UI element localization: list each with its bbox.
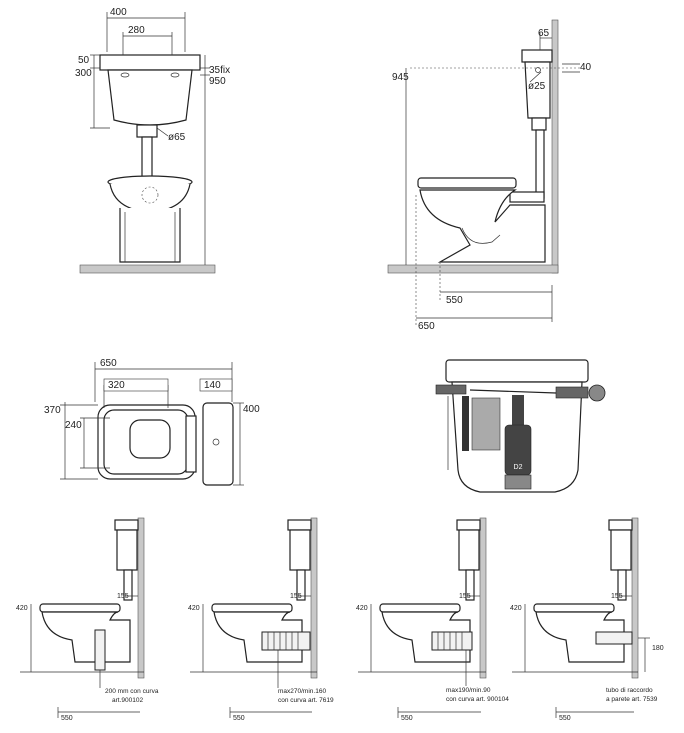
dim-install-2-depth: 550 <box>233 715 245 722</box>
install-3-caption-line1: max190/min.90 <box>446 687 491 694</box>
dim-install-2-outlet: 155 <box>290 593 302 600</box>
cutaway-flush-valve-stem <box>512 395 524 425</box>
dim-side-inlet-offset: 40 <box>580 62 592 73</box>
installation-2: 420 155 max270/min.160 con curva art. 76… <box>188 517 334 722</box>
install-2-wall <box>310 517 318 679</box>
front-tank <box>107 69 193 126</box>
cutaway-fill-tube <box>462 396 469 451</box>
install-4-tank-lid <box>608 519 633 531</box>
dim-install-1-outlet: 155 <box>117 593 129 600</box>
install-1-seat <box>39 603 121 613</box>
side-tank-lid <box>521 49 553 63</box>
dim-install-2-height: 420 <box>188 605 200 612</box>
dim-install-3-height: 420 <box>356 605 368 612</box>
side-seat <box>417 177 517 189</box>
dim-install-1-height: 420 <box>16 605 28 612</box>
top-seat-opening <box>129 419 171 459</box>
install-4-caption-line1: tubo di raccordo <box>606 687 653 694</box>
dim-front-pipe: ø65 <box>168 132 186 143</box>
side-tank <box>524 61 551 119</box>
front-floor <box>79 264 216 274</box>
install-3-caption-line2: con curva art. 900104 <box>446 696 509 703</box>
dim-install-4-outlet: 155 <box>611 593 623 600</box>
install-2-tank-lid <box>287 519 312 531</box>
dim-top-tank-depth: 140 <box>204 380 221 391</box>
install-1-pipe <box>123 569 133 601</box>
install-1-tank-lid <box>114 519 139 531</box>
front-pedestal <box>119 208 181 263</box>
dim-front-total-height: 950 <box>209 76 226 87</box>
install-2-caption-line1: max270/min.160 <box>278 688 326 695</box>
dim-front-tank-height: 300 <box>75 68 92 79</box>
dim-top-seat-depth: 240 <box>65 420 82 431</box>
dim-front-top: 50 <box>78 55 90 66</box>
front-bowl <box>109 183 191 213</box>
top-seat-hinge <box>185 415 197 473</box>
dim-top-width: 370 <box>44 405 61 416</box>
dim-install-4-side: 180 <box>652 645 664 652</box>
dim-side-top-offset: 65 <box>538 28 550 39</box>
install-3-seat <box>379 603 461 613</box>
install-1-tank <box>116 529 138 571</box>
install-4-seat <box>533 603 615 613</box>
dim-side-inlet: ø25 <box>528 81 546 92</box>
dim-install-3-depth: 550 <box>401 715 413 722</box>
install-3-wall <box>479 517 487 679</box>
dim-install-3-outlet: 155 <box>459 593 471 600</box>
dim-front-lid-width: 280 <box>128 25 145 36</box>
install-4-wall <box>631 517 639 679</box>
front-flush-pipe <box>141 136 153 178</box>
install-2-pipe <box>296 569 306 601</box>
top-view: 650 320 140 370 240 400 <box>44 358 260 486</box>
install-1-caption-line1: 200 mm con curva <box>105 688 159 695</box>
front-view: 400 280 50 300 35fix 950 ø65 <box>75 7 230 274</box>
dim-install-4-height: 420 <box>510 605 522 612</box>
side-bowl <box>419 189 546 263</box>
side-floor <box>387 264 559 274</box>
install-3-tank <box>458 529 480 571</box>
installation-4: 420 155 180 tubo di raccordo a parete ar… <box>510 517 664 722</box>
installation-1: 420 155 200 mm con curva art.900102 550 <box>16 517 159 722</box>
side-pipe-joint <box>531 117 547 131</box>
install-2-caption-line2: con curva art. 7619 <box>278 697 334 704</box>
dim-install-4-depth: 550 <box>559 715 571 722</box>
dim-top-seat: 320 <box>108 380 125 391</box>
install-1-outlet-bend <box>94 629 106 671</box>
dim-top-tank-width: 400 <box>243 404 260 415</box>
install-2-tank <box>289 529 311 571</box>
tank-cutaway: D2 <box>435 359 606 493</box>
cutaway-lid <box>445 359 589 383</box>
side-view: 65 40 945 ø25 550 650 <box>387 19 592 332</box>
install-4-tank <box>610 529 632 571</box>
install-1-caption-line2: art.900102 <box>112 697 143 704</box>
front-tank-lid <box>99 54 201 71</box>
install-4-pipe <box>617 569 627 601</box>
cutaway-inlet-valve <box>435 384 467 395</box>
install-1-bowl <box>41 611 131 663</box>
install-3-pipe <box>465 569 475 601</box>
cutaway-float-arm <box>555 386 589 399</box>
install-1-wall <box>137 517 145 679</box>
dim-top-overall: 650 <box>100 358 117 369</box>
cutaway-filter <box>471 397 501 451</box>
dim-front-tank-width: 400 <box>110 7 127 18</box>
dim-side-total-height: 945 <box>392 72 409 83</box>
side-flush-pipe <box>535 129 545 199</box>
dim-front-fix: 35fix <box>209 65 230 76</box>
install-4-wall-connector <box>595 631 633 645</box>
cutaway-brand-mark: D2 <box>514 464 523 471</box>
dim-install-1-depth: 550 <box>61 715 73 722</box>
install-3-tank-lid <box>456 519 481 531</box>
dim-side-depth-total: 650 <box>418 321 435 332</box>
install-2-seat <box>211 603 293 613</box>
front-flush-pipe-top <box>136 124 158 138</box>
side-wall <box>551 19 559 274</box>
installation-3: 420 155 max190/min.90 con curva art. 900… <box>356 517 509 722</box>
install-4-caption-line2: a parete art. 7539 <box>606 696 658 703</box>
side-pipe-bend <box>509 191 545 203</box>
dim-side-depth-pan: 550 <box>446 295 463 306</box>
cutaway-float-ball <box>588 384 606 402</box>
